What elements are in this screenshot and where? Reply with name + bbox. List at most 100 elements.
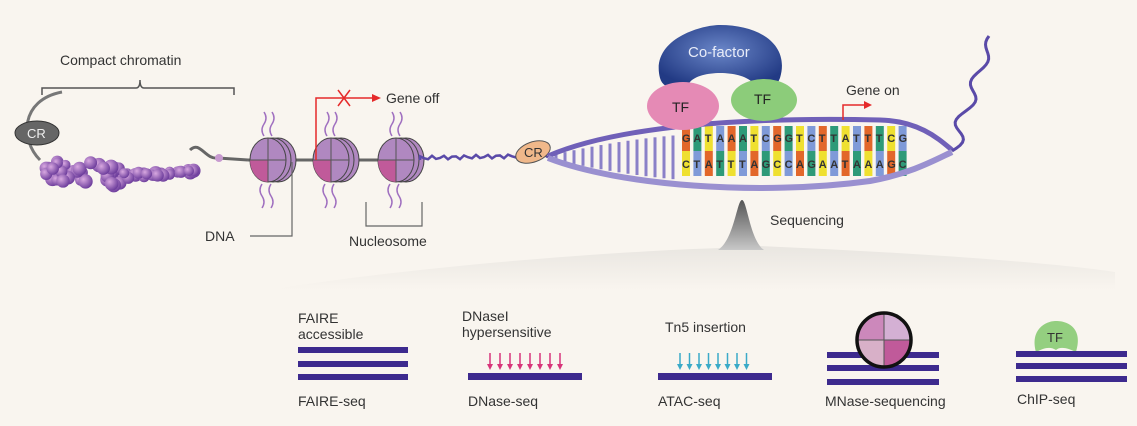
histone-quadrant	[250, 160, 268, 182]
dna-label: DNA	[205, 228, 235, 244]
gene-on-label: Gene on	[846, 82, 900, 98]
cut-arrow-head	[715, 364, 721, 370]
chromatin-sphere	[119, 168, 130, 179]
dnase-seq-label: DNase-seq	[468, 393, 538, 409]
base-letter-top: A	[693, 133, 701, 145]
base-letter-bottom: T	[728, 159, 735, 171]
base-letter-bottom: T	[739, 159, 746, 171]
base-pair-top	[853, 126, 861, 151]
gene-off-arrow	[315, 97, 372, 160]
base-pair-top	[796, 126, 804, 151]
tf-icon	[1034, 321, 1078, 352]
base-letter-top: T	[830, 133, 837, 145]
base-letter-top: C	[807, 133, 815, 145]
cut-arrow-head	[696, 364, 702, 370]
tn5-insertion-arrows	[677, 353, 750, 370]
histone-divider	[250, 138, 286, 182]
base-letter-top: G	[899, 133, 908, 145]
base-letter-bottom: A	[864, 159, 872, 171]
chromatin-sphere	[84, 156, 98, 170]
cut-arrow-head	[705, 364, 712, 370]
base-pair-bottom	[693, 151, 702, 176]
base-pair-top	[784, 126, 793, 151]
cut-arrow-head	[734, 364, 740, 370]
base-letter-top: T	[864, 133, 871, 145]
base-letter-top: G	[682, 133, 691, 145]
base-letter-top: A	[739, 133, 747, 145]
base-pair-top	[807, 126, 816, 151]
dna-backbone-bottom	[546, 149, 954, 191]
nucleosome	[249, 111, 297, 209]
chromatin-sphere	[78, 174, 93, 189]
base-pair-top	[887, 126, 896, 151]
base-letter-top: C	[762, 133, 770, 145]
base-letter-bottom: A	[830, 159, 838, 171]
open-dna-ladder	[554, 126, 907, 180]
sequencing-peak	[718, 200, 764, 250]
chromatin-sphere	[174, 165, 187, 178]
base-letter-top: G	[773, 133, 782, 145]
tn5-annotation: Tn5 insertion	[665, 319, 746, 335]
base-pair-bottom	[887, 151, 896, 176]
cut-arrow-head	[517, 364, 523, 370]
dna-bar	[298, 361, 408, 367]
mnase-seq-panel: MNase-sequencing	[825, 311, 946, 409]
base-letter-bottom: T	[693, 159, 700, 171]
dna-backbone-top	[547, 116, 954, 159]
cut-arrow-head	[686, 364, 693, 370]
dnase-annotation-line1: DNaseI	[462, 308, 509, 324]
base-pair-top	[704, 126, 713, 151]
histone-tail	[259, 111, 275, 209]
faire-annotation-line2: accessible	[298, 326, 364, 342]
histone-quadrant	[378, 160, 396, 182]
compact-chromatin-label: Compact chromatin	[60, 52, 181, 68]
faire-annotation-line1: FAIRE	[298, 310, 338, 326]
base-pair-top	[898, 126, 907, 151]
chromatin-sphere	[151, 169, 164, 182]
histone-divider	[378, 138, 414, 182]
tf-right-label: TF	[754, 91, 771, 107]
base-letter-top: A	[728, 133, 736, 145]
cross-icon	[337, 89, 351, 107]
atac-seq-panel: Tn5 insertion ATAC-seq	[658, 319, 772, 409]
cofactor-label: Co-factor	[688, 44, 750, 61]
base-pair-top	[841, 126, 850, 151]
base-letter-top: A	[716, 133, 724, 145]
cofactor-shape	[658, 25, 782, 89]
gene-on-arrow	[842, 104, 864, 120]
base-letter-top: T	[853, 133, 860, 145]
cut-arrow-head	[497, 364, 503, 370]
sequencing-label: Sequencing	[770, 212, 844, 228]
gene-off-arrowhead	[372, 94, 381, 102]
base-pair-top	[875, 126, 884, 151]
base-pair-top	[864, 126, 873, 151]
cr-right-shape	[515, 140, 551, 164]
base-pair-bottom	[773, 151, 782, 176]
small-bead	[215, 154, 223, 162]
base-pair-bottom	[796, 151, 804, 176]
base-pair-bottom	[830, 151, 839, 176]
chip-tf-label: TF	[1047, 330, 1063, 345]
dna-bar	[298, 374, 408, 380]
base-letter-bottom: C	[773, 159, 781, 171]
chip-seq-label: ChIP-seq	[1017, 391, 1075, 407]
base-pair-top	[830, 126, 839, 151]
base-pair-bottom	[716, 151, 725, 176]
chromatin-sphere	[56, 174, 70, 188]
chromatin-sphere	[46, 162, 59, 175]
chromatin-sphere	[183, 165, 195, 176]
dna-bar	[1016, 376, 1127, 382]
cut-arrow-head	[507, 364, 513, 370]
histone-tail	[387, 111, 403, 209]
nucleosome-icon	[855, 311, 913, 369]
tf-pink-shape	[647, 82, 719, 130]
cut-arrow-head	[547, 364, 553, 370]
base-letter-top: T	[705, 133, 712, 145]
dna-pointer	[250, 162, 293, 237]
nucleosome	[312, 111, 360, 209]
base-pair-top	[750, 126, 759, 151]
base-letter-top: T	[750, 133, 757, 145]
histone-quadrant	[313, 160, 331, 182]
cut-arrow-head	[487, 364, 493, 370]
